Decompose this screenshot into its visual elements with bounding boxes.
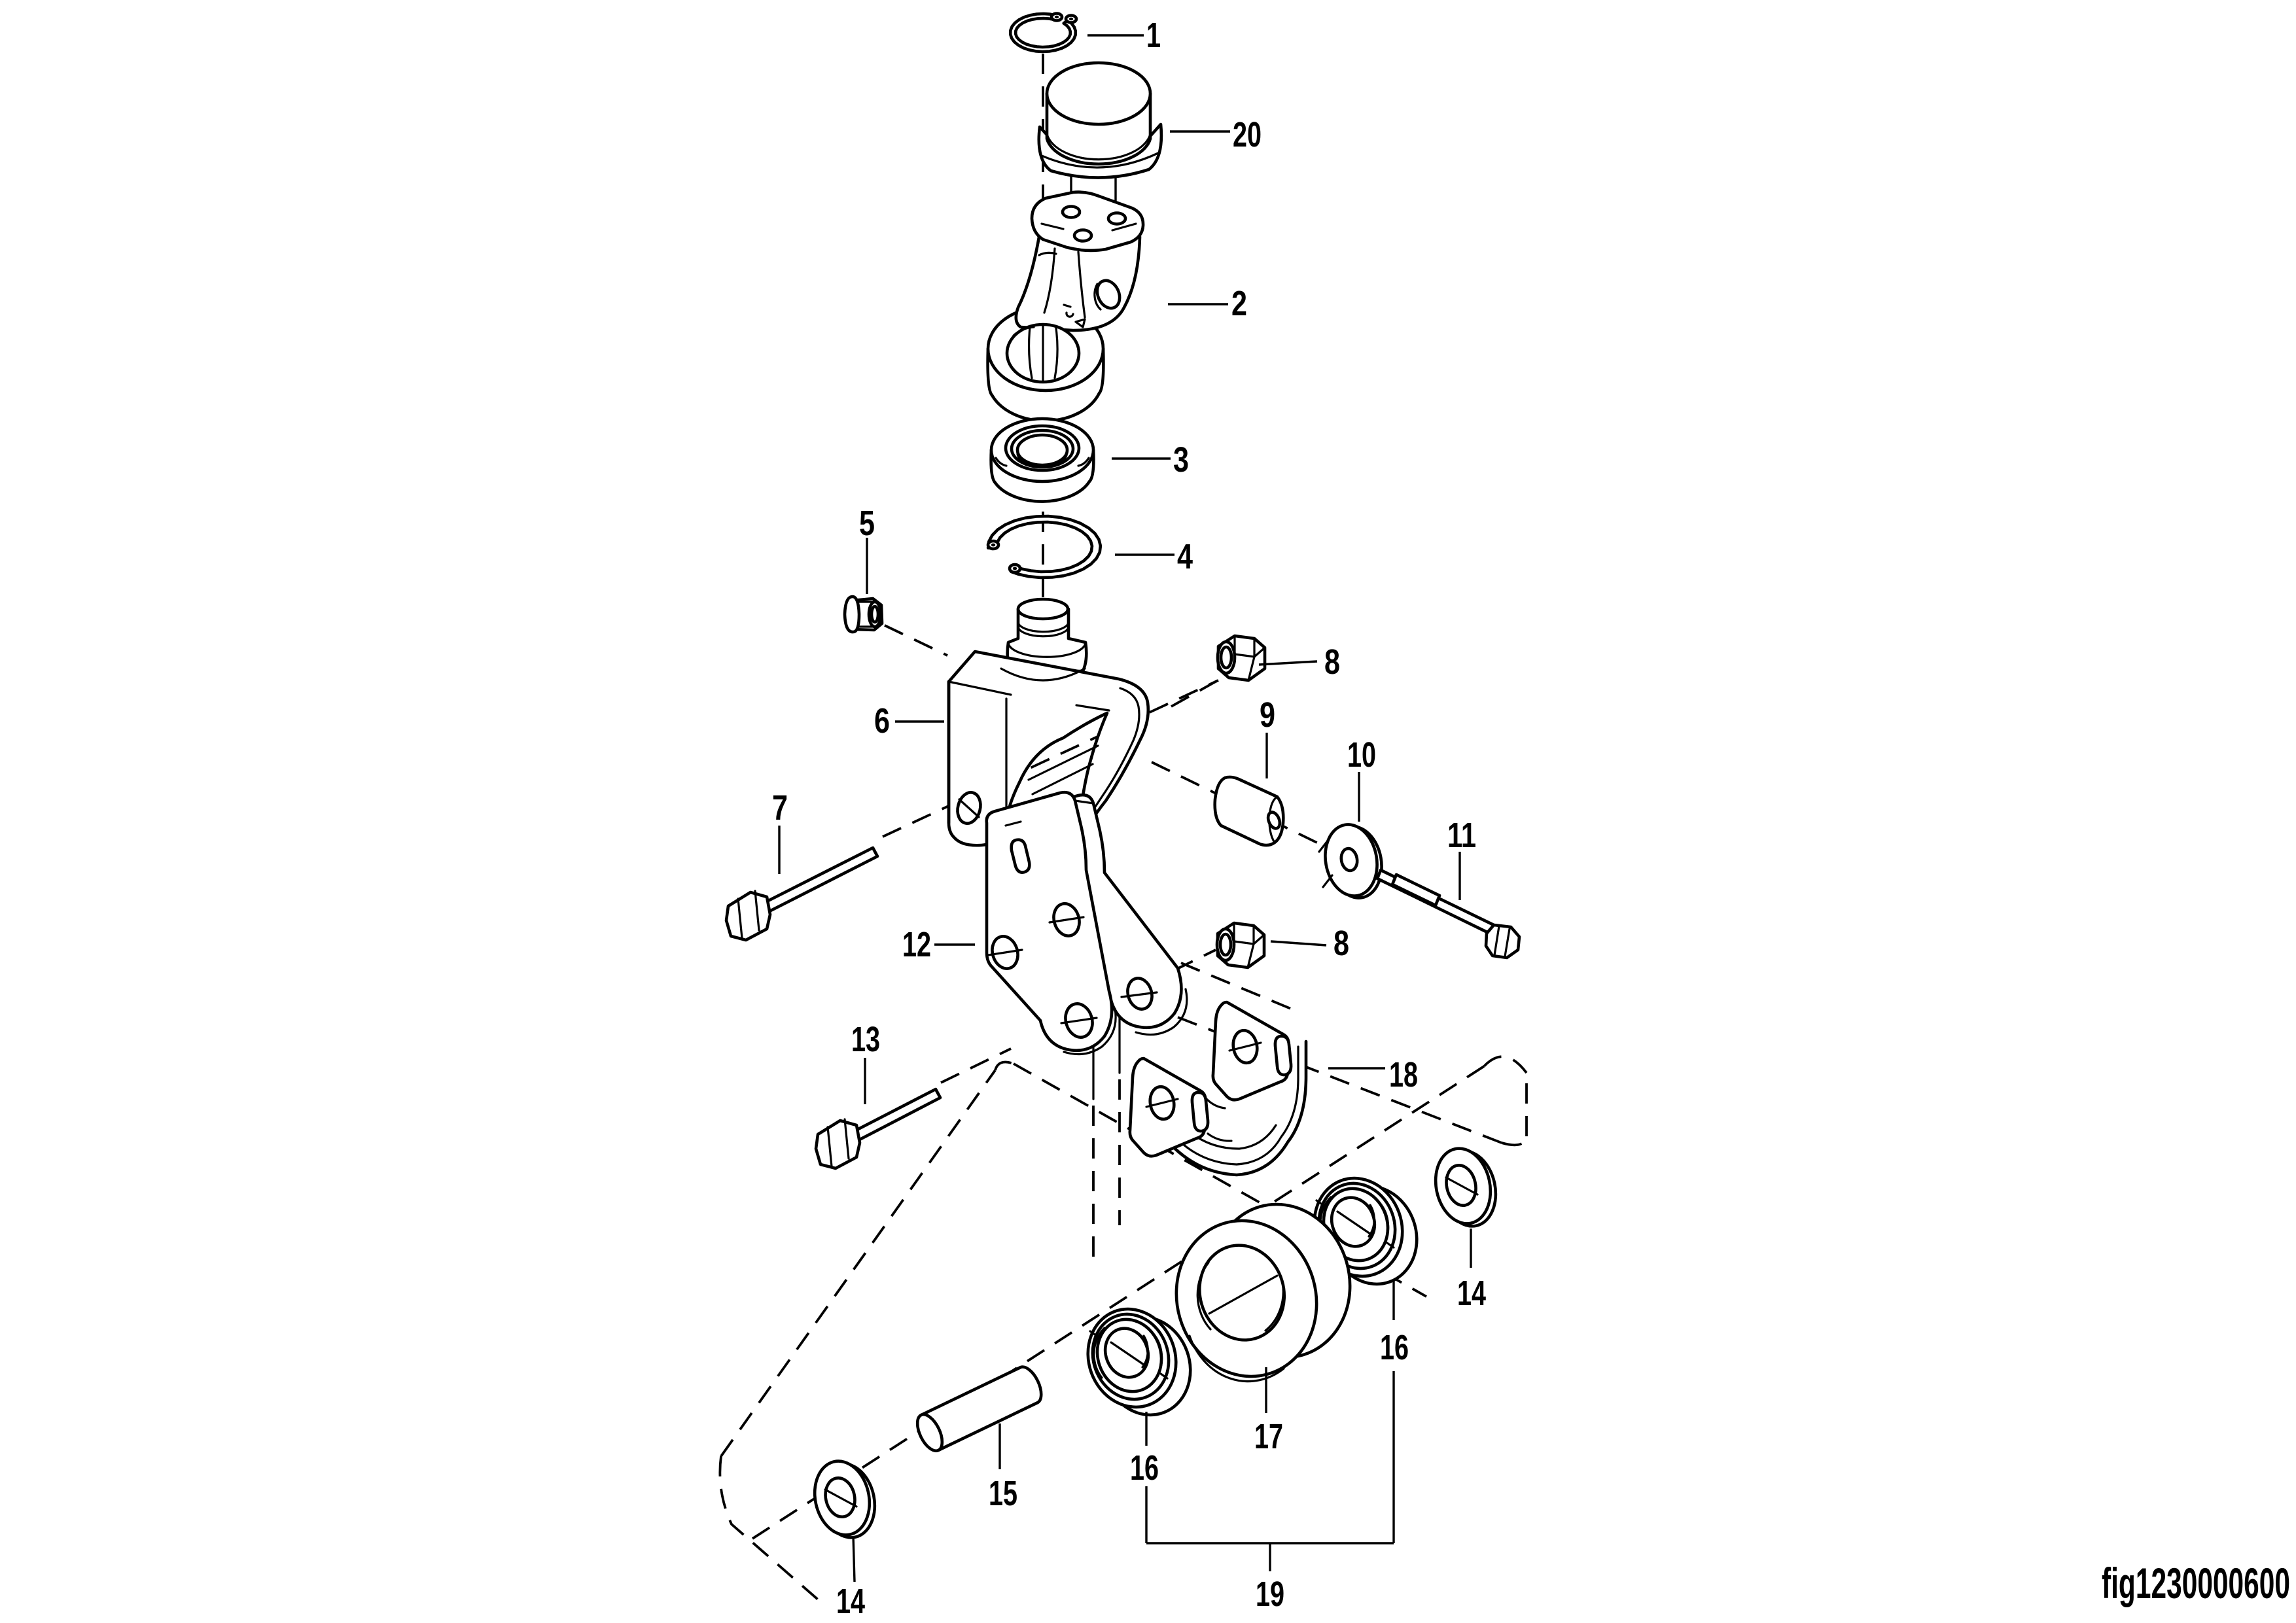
svg-text:2: 2 <box>1231 284 1247 323</box>
svg-text:17: 17 <box>1254 1417 1283 1456</box>
svg-text:8: 8 <box>1333 924 1349 963</box>
svg-text:18: 18 <box>1389 1055 1418 1094</box>
svg-text:14: 14 <box>1457 1274 1486 1313</box>
svg-text:1: 1 <box>1146 16 1161 55</box>
svg-text:6: 6 <box>874 701 890 741</box>
svg-text:20: 20 <box>1233 115 1262 154</box>
svg-text:16: 16 <box>1130 1448 1159 1488</box>
svg-text:15: 15 <box>989 1474 1017 1513</box>
svg-text:19: 19 <box>1256 1575 1284 1614</box>
svg-text:5: 5 <box>859 504 875 543</box>
svg-text:3: 3 <box>1173 440 1189 480</box>
svg-text:8: 8 <box>1324 642 1340 682</box>
svg-text:4: 4 <box>1177 537 1193 576</box>
svg-text:13: 13 <box>851 1020 880 1059</box>
svg-text:10: 10 <box>1347 735 1376 775</box>
svg-text:fig1230000600: fig1230000600 <box>2102 1559 2290 1607</box>
svg-text:14: 14 <box>836 1582 865 1621</box>
svg-text:7: 7 <box>772 788 788 828</box>
svg-text:11: 11 <box>1447 816 1476 855</box>
svg-text:12: 12 <box>902 925 931 964</box>
svg-text:16: 16 <box>1380 1328 1409 1367</box>
svg-text:9: 9 <box>1260 695 1275 735</box>
